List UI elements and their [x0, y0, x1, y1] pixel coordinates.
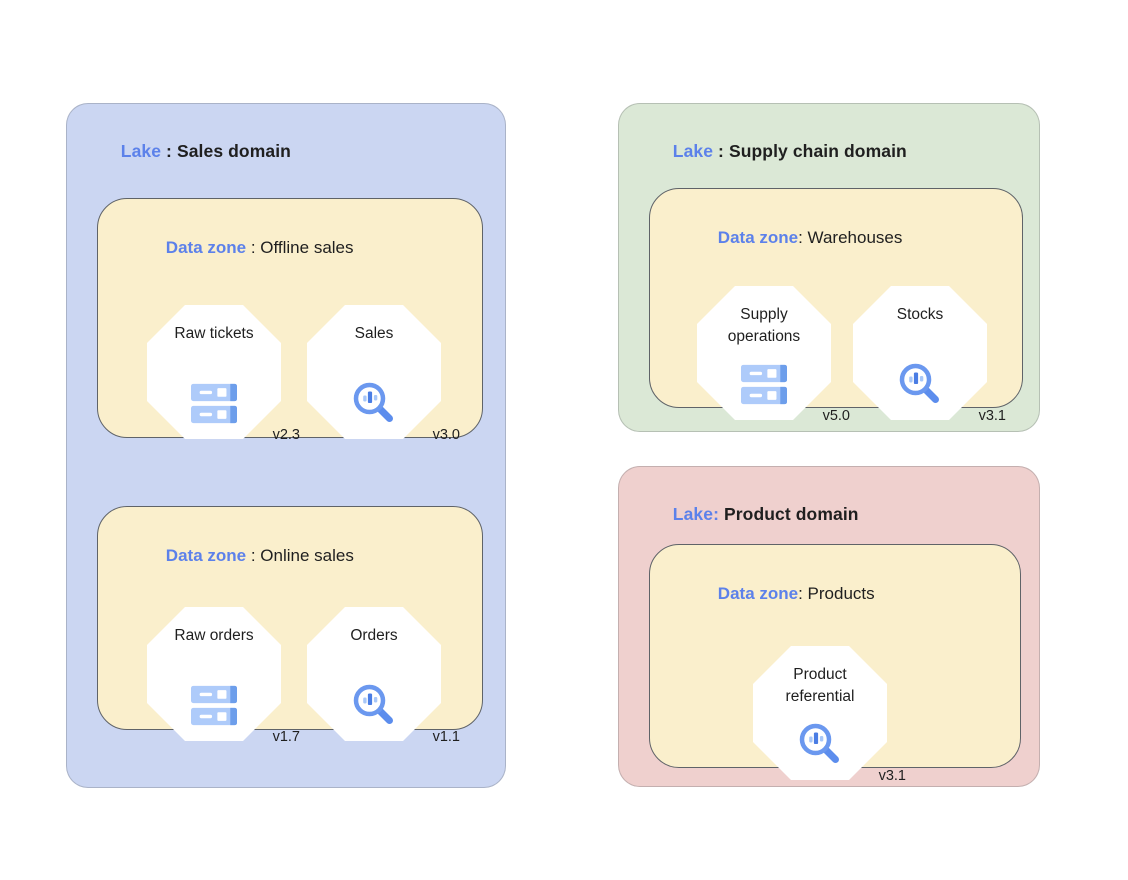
entity-product-referential: Product referential v3.1: [750, 643, 906, 784]
title-separator: :: [161, 141, 177, 161]
search-chart-icon: [351, 682, 397, 728]
zone-warehouses: Data zone: Warehouses Supply operations …: [649, 188, 1023, 424]
zone-title: Data zone: Warehouses: [650, 205, 1022, 271]
lake-name: Supply chain domain: [728, 141, 907, 161]
entity-row: Raw tickets v2.3 Sales v3.0: [98, 302, 482, 443]
entity-row: Supply operations v5.0 Stocks v3.1: [650, 283, 1022, 424]
zone-name: Online sales: [260, 546, 354, 565]
entity-name: Product referential: [785, 666, 855, 705]
title-separator: :: [246, 546, 261, 565]
entity-version: v1.7: [272, 729, 300, 745]
zone-title: Data zone : Online sales: [98, 523, 482, 589]
zone-products: Data zone: Products Product referential …: [649, 544, 1021, 784]
lake-product-domain: Lake: Product domain Data zone: Products…: [618, 466, 1040, 787]
entity-version: v5.0: [822, 408, 850, 424]
lake-label: Lake: [120, 141, 162, 161]
entity-name: Stocks: [896, 306, 944, 323]
title-separator: :: [798, 584, 808, 603]
entity-stocks: Stocks v3.1: [850, 283, 1006, 424]
zone-title: Data zone: Products: [650, 561, 1020, 627]
zone-online-sales: Data zone : Online sales Raw orders v1.7…: [97, 506, 483, 745]
entity-supply-operations: Supply operations v5.0: [694, 283, 850, 424]
entity-version: v3.1: [978, 408, 1006, 424]
title-separator: :: [798, 228, 808, 247]
lake-name: Sales domain: [176, 141, 291, 161]
entity-row: Product referential v3.1: [650, 643, 1020, 784]
storage-icon: [741, 364, 787, 405]
entity-version: v3.1: [878, 768, 906, 784]
entity-name: Raw tickets: [174, 325, 254, 342]
entity-orders: Orders v1.1: [304, 604, 460, 745]
data-zone-label: Data zone: [717, 228, 799, 247]
entity-version: v3.0: [432, 427, 460, 443]
zone-title: Data zone : Offline sales: [98, 215, 482, 281]
entity-name: Orders: [350, 627, 398, 644]
entity-row: Raw orders v1.7 Orders v1.1: [98, 604, 482, 745]
zone-offline-sales: Data zone : Offline sales Raw tickets v2…: [97, 198, 483, 443]
entity-version: v1.1: [432, 729, 460, 745]
lake-supply-chain-domain: Lake : Supply chain domain Data zone: Wa…: [618, 103, 1040, 432]
lake-sales-domain: Lake : Sales domain Data zone : Offline …: [66, 103, 506, 788]
data-zone-label: Data zone: [165, 238, 247, 257]
search-chart-icon: [797, 721, 843, 767]
zone-name: Offline sales: [260, 238, 354, 257]
lake-title: Lake: Product domain: [643, 483, 859, 546]
storage-icon: [191, 383, 237, 424]
entity-raw-orders: Raw orders v1.7: [144, 604, 300, 745]
title-separator: :: [246, 238, 261, 257]
entity-name: Supply operations: [727, 306, 801, 345]
entity-raw-tickets: Raw tickets v2.3: [144, 302, 300, 443]
entity-sales: Sales v3.0: [304, 302, 460, 443]
lake-label: Lake: [672, 141, 714, 161]
data-zone-label: Data zone: [717, 584, 799, 603]
title-separator: :: [713, 141, 729, 161]
lake-name: Product domain: [723, 504, 859, 524]
search-chart-icon: [351, 380, 397, 426]
entity-name: Sales: [354, 325, 394, 342]
entity-version: v2.3: [272, 427, 300, 443]
storage-icon: [191, 685, 237, 726]
lake-title: Lake : Sales domain: [91, 120, 291, 183]
zone-name: Products: [807, 584, 875, 603]
entity-name: Raw orders: [174, 627, 254, 644]
lake-title: Lake : Supply chain domain: [643, 120, 907, 183]
lake-label: Lake:: [672, 504, 719, 524]
data-zone-label: Data zone: [165, 546, 247, 565]
zone-name: Warehouses: [807, 228, 903, 247]
search-chart-icon: [897, 361, 943, 407]
